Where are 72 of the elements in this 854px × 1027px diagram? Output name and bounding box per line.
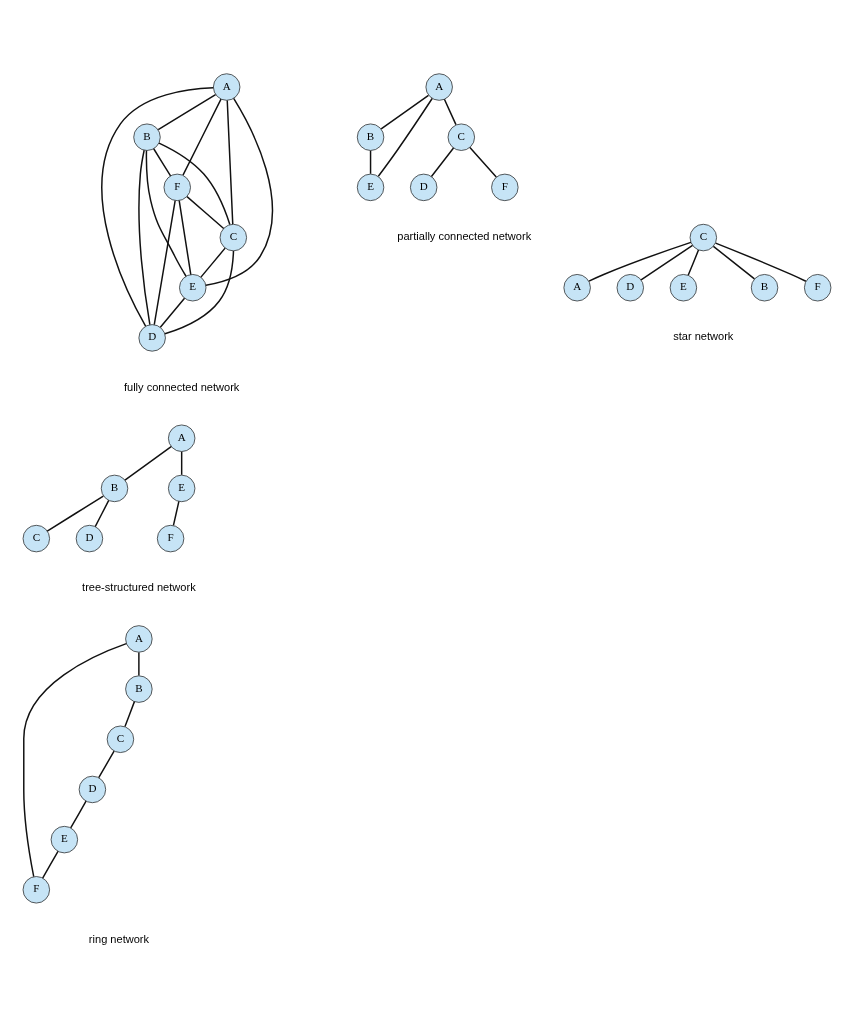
connector: [180, 451, 183, 476]
connector: [138, 149, 151, 326]
node-circle: C: [447, 123, 475, 151]
node-circle: E: [50, 825, 78, 854]
connector: [182, 98, 222, 176]
connector: [94, 499, 110, 528]
connector: [124, 445, 172, 481]
node-circle: A: [563, 274, 591, 302]
connector: [430, 147, 455, 178]
node-circle: E: [669, 274, 698, 302]
connector: [164, 250, 235, 335]
node-circle: C: [106, 725, 135, 753]
connector: [138, 651, 140, 677]
node-circle: F: [491, 173, 519, 202]
connector: [178, 199, 192, 276]
node-circle: C: [689, 223, 717, 252]
connector: [23, 642, 128, 878]
connector: [712, 245, 756, 280]
node-circle: D: [138, 324, 166, 352]
connector: [588, 241, 692, 282]
connector: [158, 142, 231, 226]
connector: [98, 750, 115, 779]
node-circle: B: [133, 123, 161, 151]
label: ring network: [88, 932, 150, 945]
connector: [369, 150, 372, 175]
node-circle: A: [213, 73, 241, 101]
connector: [226, 99, 234, 225]
node-circle: B: [356, 123, 385, 151]
connector: [145, 149, 187, 277]
connector: [714, 242, 807, 282]
connector: [101, 87, 214, 327]
label: tree-structured network: [82, 581, 196, 594]
connector: [687, 249, 700, 277]
connector: [640, 244, 694, 281]
connector: [443, 98, 457, 126]
label: star network: [673, 330, 734, 343]
connector: [157, 93, 217, 131]
node-circle: B: [750, 274, 779, 302]
node-circle: E: [168, 474, 196, 503]
connector: [186, 195, 225, 230]
connector: [41, 850, 59, 879]
connector: [124, 700, 136, 728]
label: fully connected network: [123, 380, 240, 393]
node-circle: B: [100, 474, 129, 503]
connector: [469, 146, 497, 178]
connector: [172, 500, 180, 527]
node-circle: F: [163, 173, 191, 202]
node-circle: B: [125, 675, 153, 703]
connector: [153, 199, 176, 326]
label: partially connected network: [397, 230, 532, 243]
node-circle: A: [425, 73, 453, 101]
node-circle: C: [219, 223, 247, 252]
connector: [69, 800, 87, 829]
node-circle: E: [179, 274, 207, 302]
node-circle: F: [156, 524, 185, 553]
node-circle: A: [125, 625, 153, 653]
node-circle: D: [78, 775, 107, 804]
connector: [159, 297, 186, 329]
node-circle: D: [616, 274, 644, 302]
node-circle: D: [410, 173, 438, 202]
connector: [46, 495, 105, 532]
connector: [200, 247, 226, 278]
node-circle: C: [22, 524, 50, 553]
node-circle: A: [168, 424, 196, 452]
node-circle: F: [22, 876, 50, 904]
node-circle: F: [804, 274, 832, 302]
connector: [205, 97, 274, 287]
node-circle: D: [75, 524, 104, 553]
connector: [380, 94, 430, 130]
connector: [377, 97, 433, 177]
node-circle: E: [356, 173, 385, 202]
connector: [152, 148, 172, 177]
